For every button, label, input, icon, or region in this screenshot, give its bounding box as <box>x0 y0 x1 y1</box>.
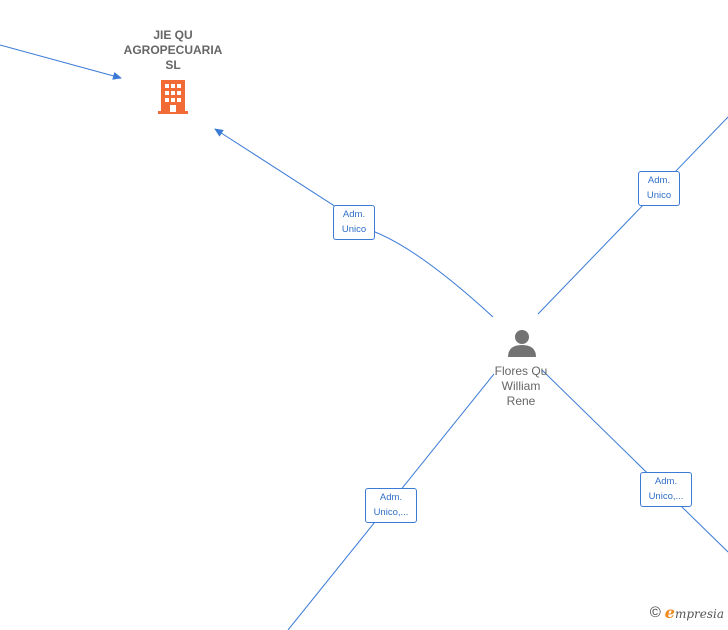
role-badge[interactable]: Adm. Unico <box>638 171 680 206</box>
edge-person-company <box>214 128 494 318</box>
person-icon[interactable] <box>508 330 536 357</box>
person-name[interactable]: Flores Qu William Rene <box>494 364 548 408</box>
edge-incoming-left <box>0 44 122 80</box>
brand-logo[interactable]: empresia <box>665 603 724 622</box>
company-name[interactable]: JIE QU AGROPECUARIA SL <box>123 28 223 72</box>
role-badge[interactable]: Adm. Unico,... <box>640 472 692 507</box>
brand-footer: © empresia <box>650 603 724 622</box>
edge-person-bottom-right <box>541 369 728 553</box>
role-badge[interactable]: Adm. Unico,... <box>365 488 417 523</box>
role-badge[interactable]: Adm. Unico <box>333 205 375 240</box>
brand-name: mpresia <box>674 607 724 621</box>
edge-person-top-right <box>537 116 728 315</box>
brand-initial: e <box>664 603 675 622</box>
copyright-icon: © <box>649 604 661 621</box>
building-icon[interactable] <box>158 80 188 114</box>
